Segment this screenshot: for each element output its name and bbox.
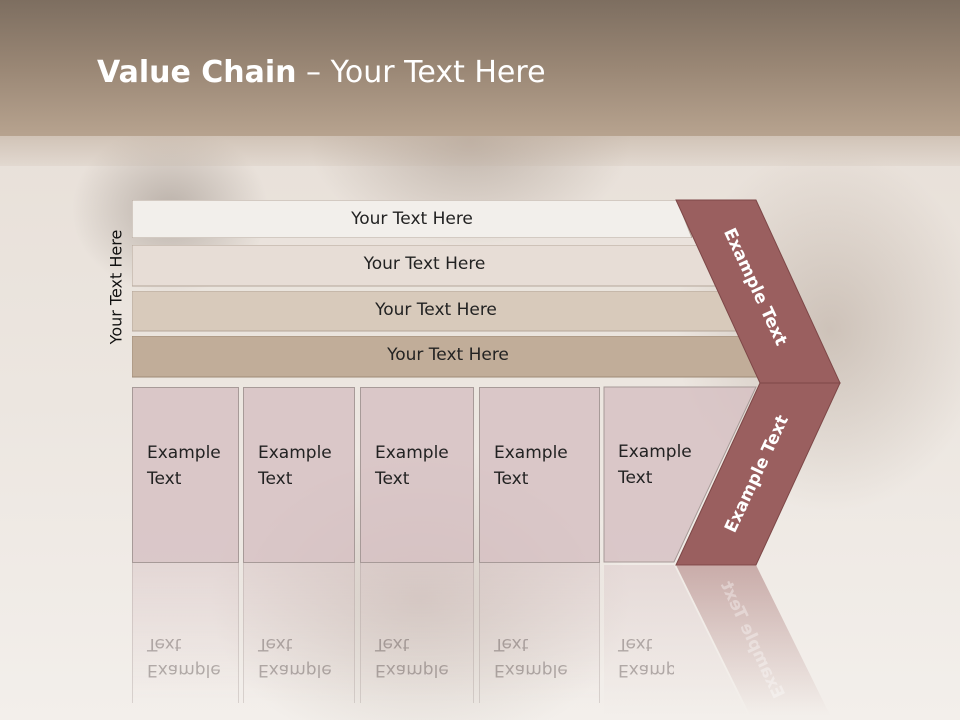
cell-3-reflection: Example Text (360, 563, 474, 703)
cell-2-line2: Text (258, 469, 293, 489)
bar-shape-3 (132, 291, 740, 332)
cell-3-line2: Text (375, 469, 410, 489)
cell-4: Example Text (479, 387, 600, 563)
cell-5: Example Text (604, 387, 724, 563)
cell-3-reflect-line2: Text (375, 634, 410, 654)
bar-label-3: Your Text Here (375, 300, 497, 320)
bar-row-4: Your Text Here (132, 336, 764, 378)
cell-4-reflect-line1: Example (494, 660, 568, 680)
cell-2: Example Text (243, 387, 355, 563)
cell-4-reflect-line2: Text (494, 634, 529, 654)
cell-1-reflect-line2: Text (147, 634, 182, 654)
cell-1-reflection: Example Text (132, 563, 239, 703)
cell-3: Example Text (360, 387, 474, 563)
cell-1-line1: Example (147, 443, 221, 463)
cell-5-line1: Example (618, 442, 692, 462)
cell-1-line2: Text (147, 469, 182, 489)
cell-3-reflect-line1: Example (375, 660, 449, 680)
bar-shape-1 (132, 200, 692, 238)
cell-2-line1: Example (258, 443, 332, 463)
bar-label-2: Your Text Here (363, 254, 486, 274)
header-shadow (0, 136, 960, 166)
cell-4-line2: Text (494, 469, 529, 489)
bar-row-1: Your Text Here (132, 200, 692, 238)
chevron-reflection (676, 565, 830, 715)
cell-2-reflection: Example Text (243, 563, 355, 703)
cell-2-reflect-line2: Text (258, 634, 293, 654)
bar-label-1: Your Text Here (351, 209, 473, 229)
cell-5-reflection (604, 565, 748, 715)
cell-5-reflect-line1: Example (618, 660, 674, 680)
cell-4-reflection: Example Text (479, 563, 600, 703)
cell-3-line1: Example (375, 443, 449, 463)
bar-row-3: Your Text Here (132, 291, 740, 332)
bar-shape-4 (132, 336, 764, 378)
title-bold: Value Chain (97, 55, 297, 90)
bar-row-2: Your Text Here (132, 245, 717, 287)
title-rest: – Your Text Here (296, 55, 546, 90)
cell-5-line2: Text (618, 468, 653, 488)
cell-5-shape (603, 386, 757, 563)
bar-shape-2 (132, 245, 717, 287)
cell-1: Example Text (132, 387, 239, 563)
cell-1-reflect-line1: Example (147, 660, 221, 680)
bar-label-4: Your Text Here (387, 345, 509, 365)
cell-5-reflection-text: Example Text (604, 563, 674, 703)
cell-5-reflect-line2: Text (618, 634, 653, 654)
cell-2-reflect-line1: Example (258, 660, 332, 680)
cell-4-line1: Example (494, 443, 568, 463)
slide-title: Value Chain – Your Text Here (97, 55, 546, 90)
header-band (0, 0, 960, 136)
